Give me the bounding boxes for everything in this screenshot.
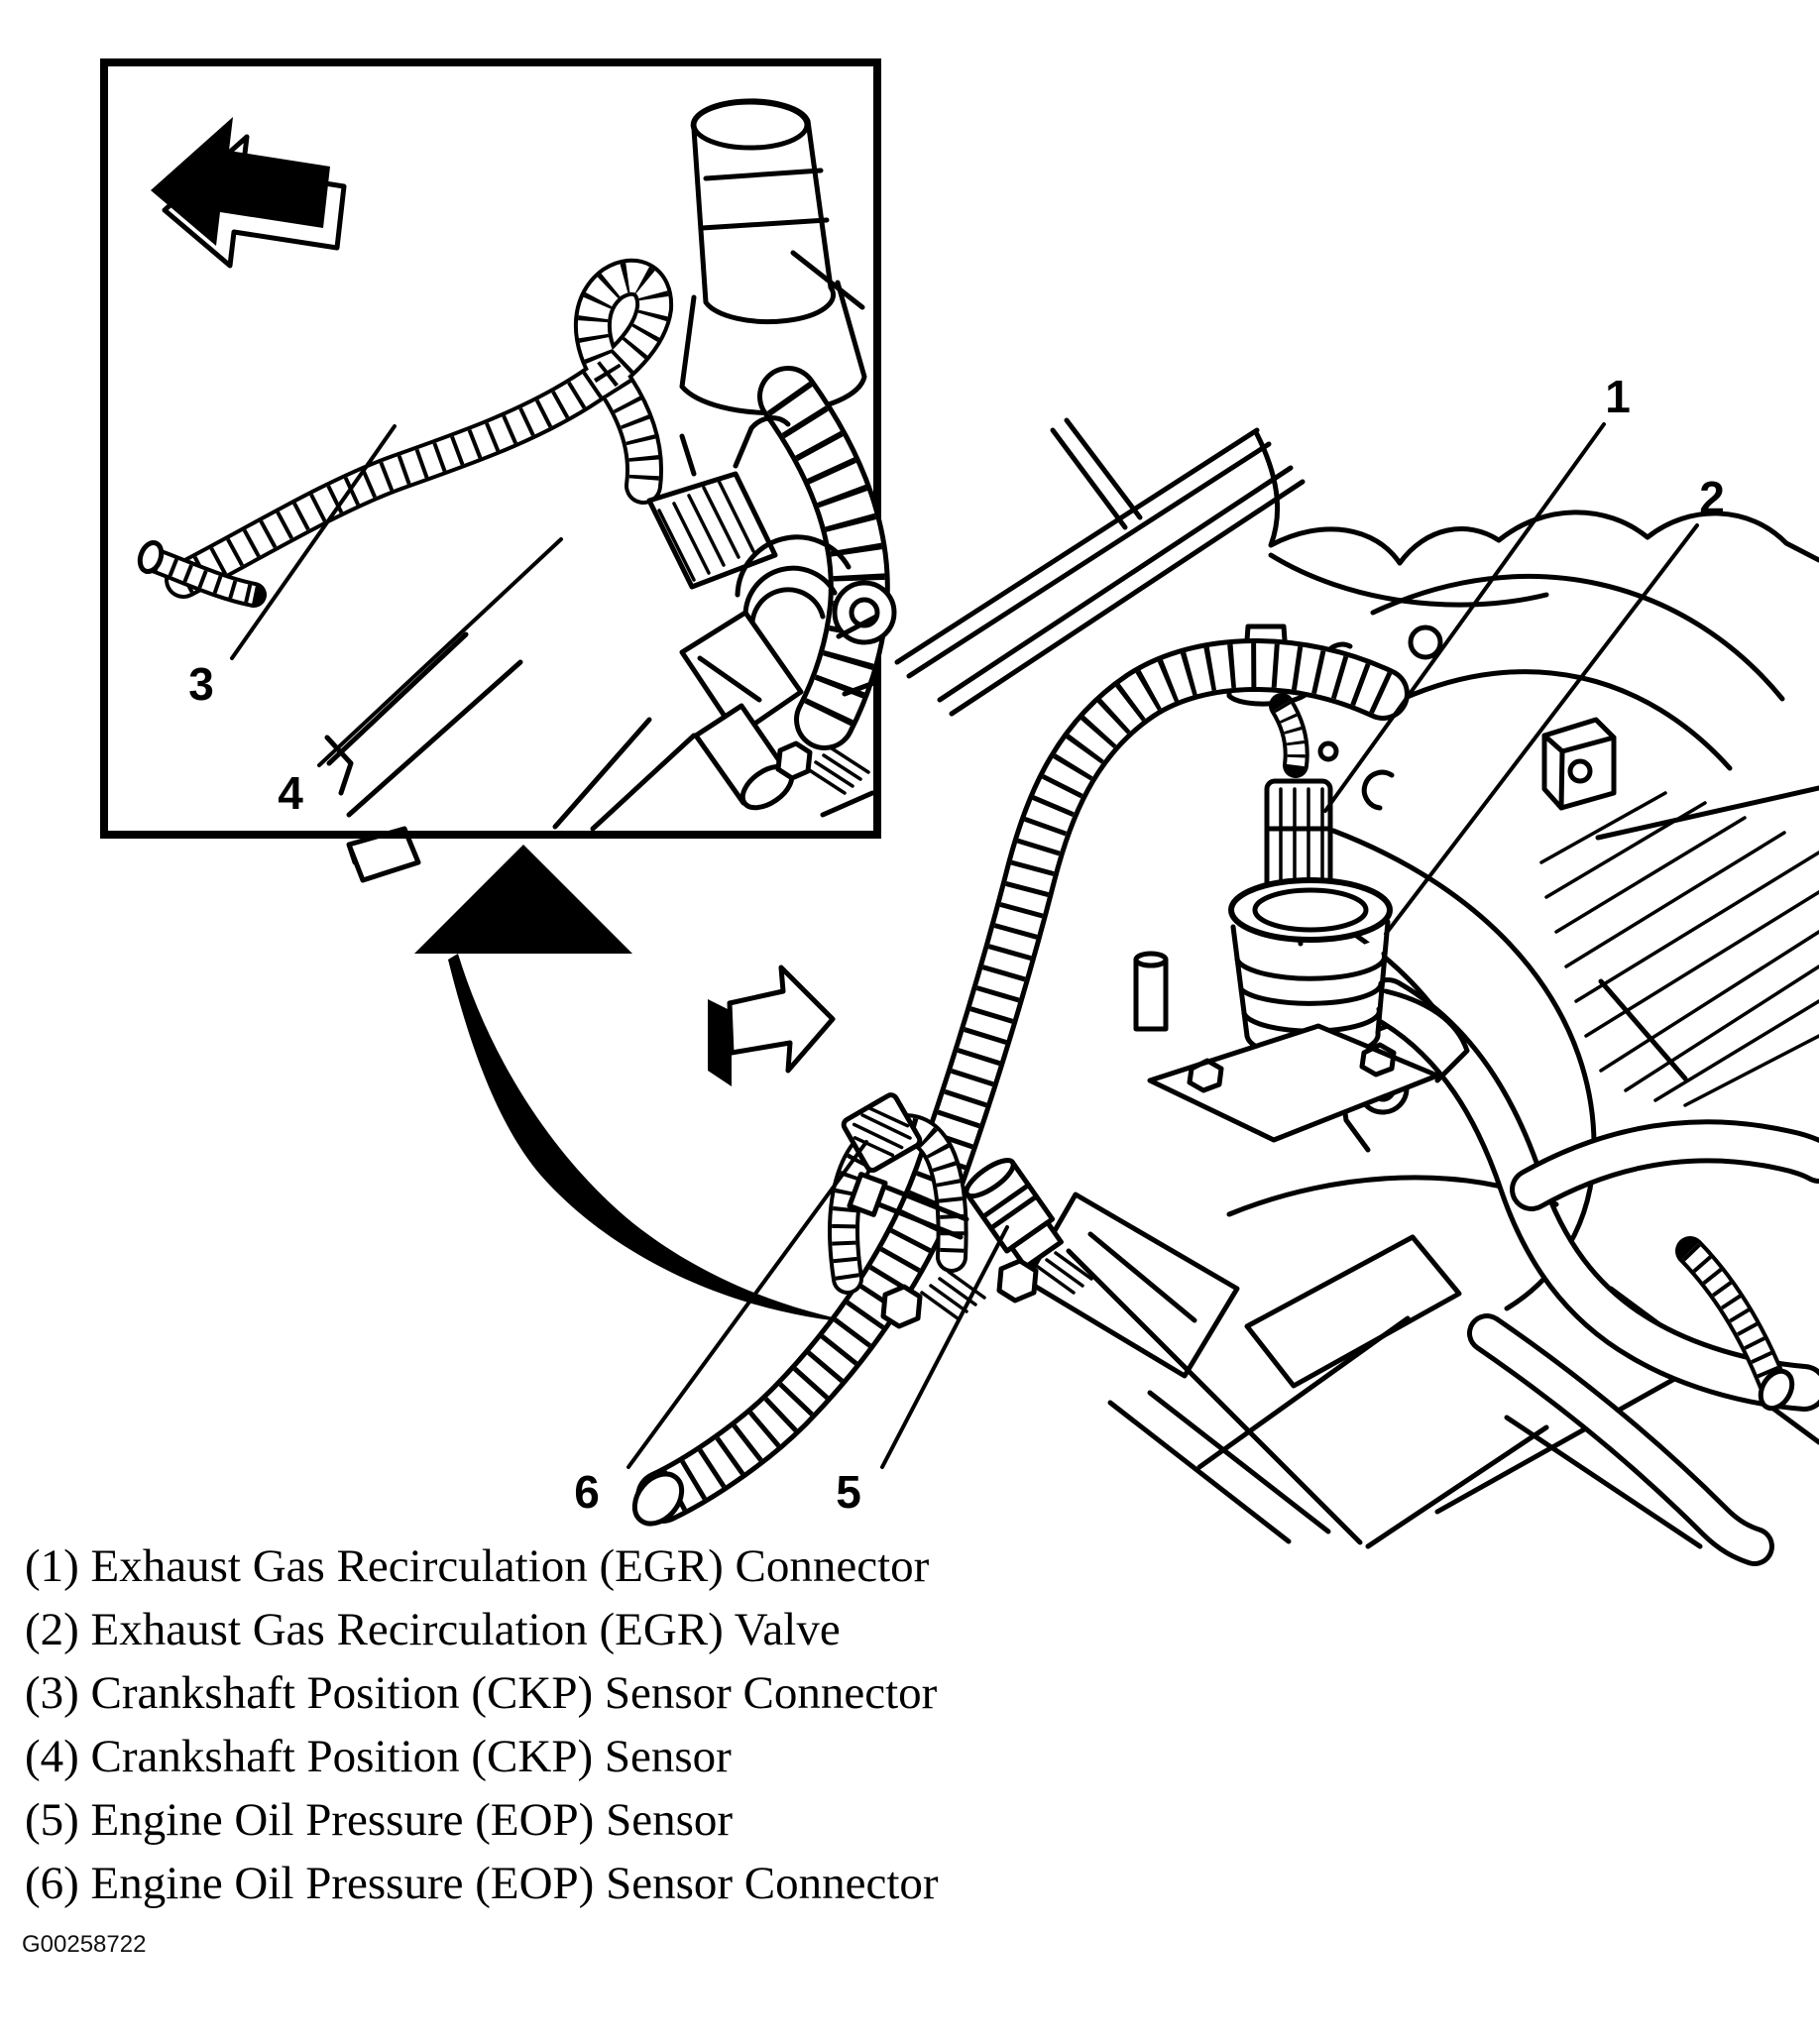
callout-3: 3 (188, 658, 214, 710)
ckp-sensor (679, 534, 897, 811)
ckp-connector (646, 415, 791, 590)
ribbed-tube-small (1675, 1236, 1795, 1412)
inset-detail-view (100, 58, 897, 883)
direction-arrow-left-icon (151, 117, 347, 269)
legend-item-5: (5) Engine Oil Pressure (EOP) Sensor (25, 1794, 734, 1846)
figure-code: G00258722 (22, 1931, 147, 1958)
legend-item-6: (6) Engine Oil Pressure (EOP) Sensor Con… (25, 1858, 939, 1909)
callout-1: 1 (1605, 371, 1631, 422)
hatched-block (1539, 785, 1819, 1107)
direction-arrow-right-icon (708, 965, 836, 1086)
heater-hoses (1364, 977, 1819, 1566)
legend-item-4: (4) Crankshaft Position (CKP) Sensor (25, 1731, 732, 1782)
curved-zoom-arrow-icon (414, 845, 860, 1323)
legend-item-2: (2) Exhaust Gas Recirculation (EGR) Valv… (25, 1604, 841, 1655)
leader-lines-main (626, 422, 1699, 1469)
eop-sensor-area (841, 1092, 1093, 1329)
callout-5: 5 (836, 1466, 861, 1518)
callout-6: 6 (574, 1466, 600, 1518)
inset-box (100, 58, 881, 839)
callout-2: 2 (1699, 472, 1725, 523)
inset-pipe (679, 98, 867, 415)
bolt-fasteners (880, 1251, 1093, 1329)
legend: (1) Exhaust Gas Recirculation (EGR) Conn… (25, 1534, 939, 1915)
egr-valve-assembly (1147, 693, 1470, 1143)
legend-item-3: (3) Crankshaft Position (CKP) Sensor Con… (25, 1667, 938, 1719)
callout-4: 4 (278, 767, 303, 819)
legend-item-1: (1) Exhaust Gas Recirculation (EGR) Conn… (25, 1540, 930, 1592)
